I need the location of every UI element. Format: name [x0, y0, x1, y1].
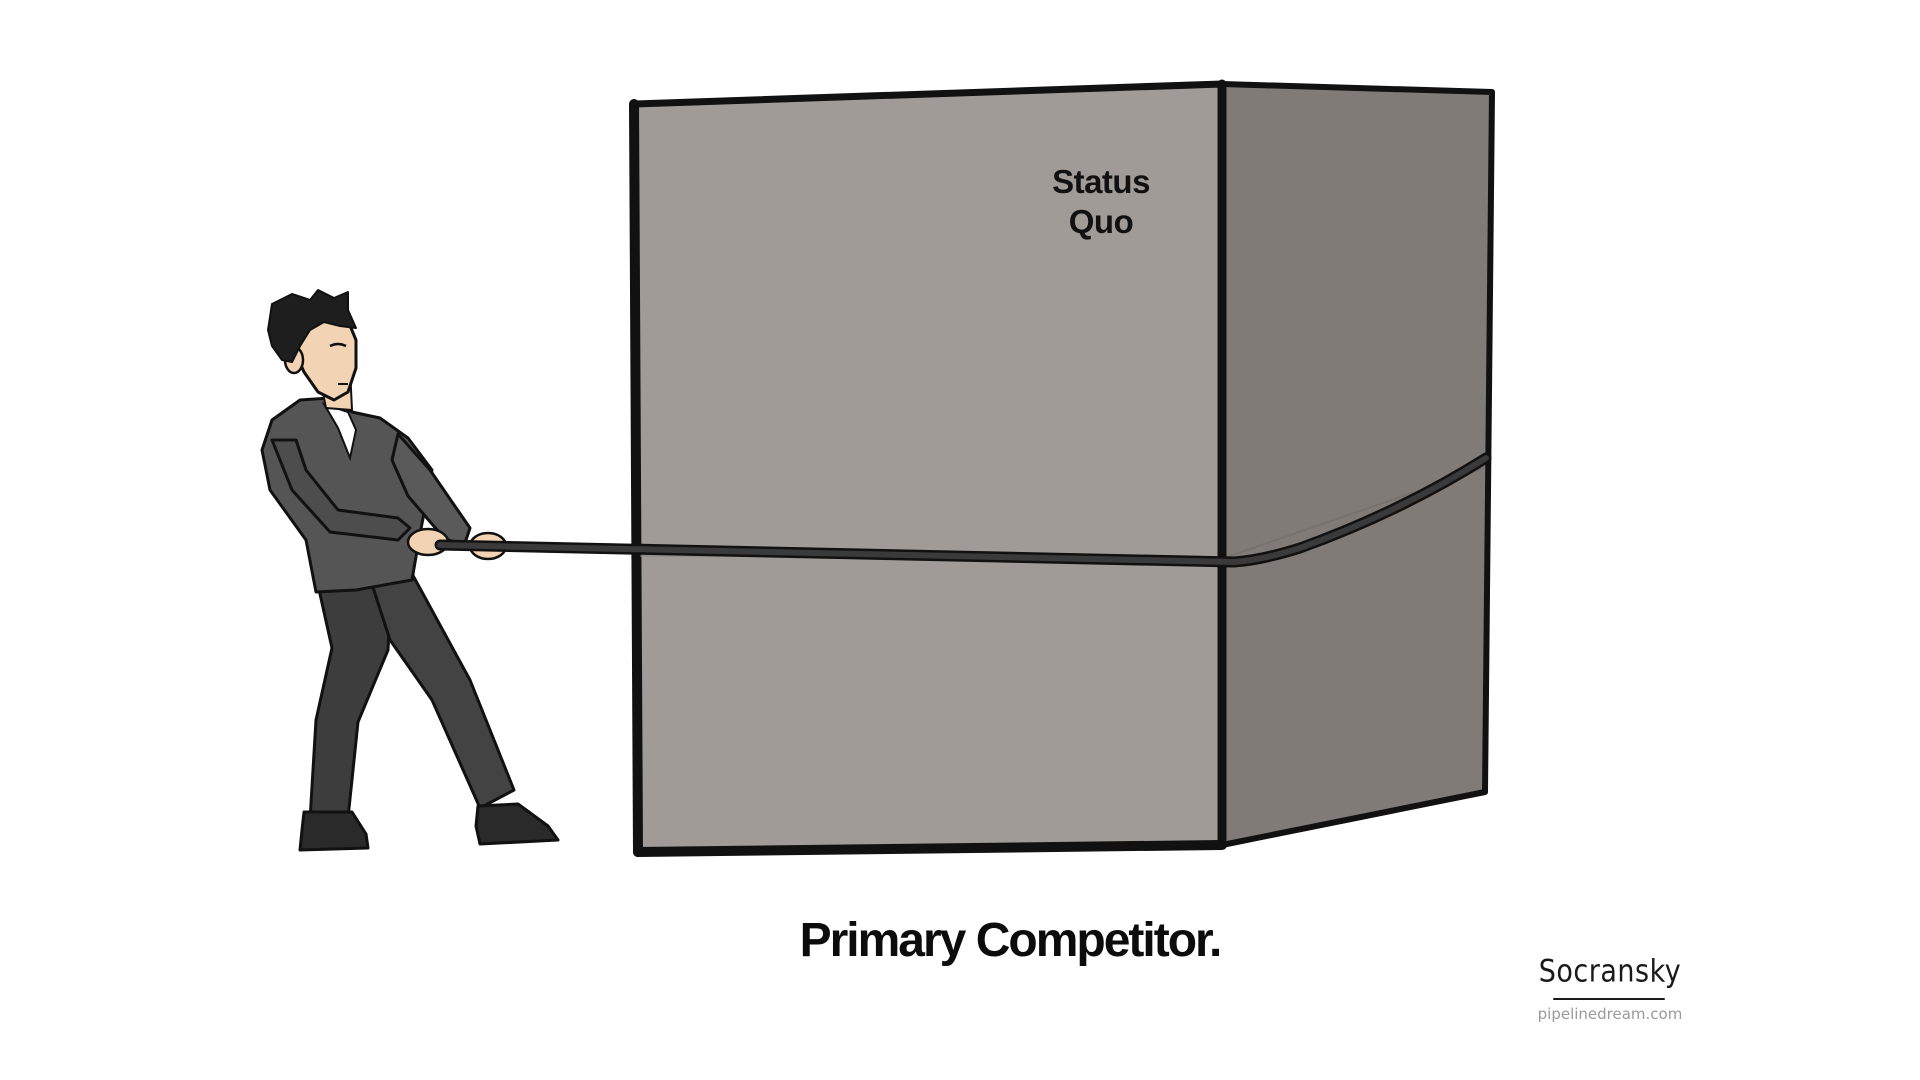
status-quo-label-line2: Quo [1068, 203, 1134, 240]
man-hair [267, 289, 357, 363]
man-front-shoe [474, 802, 560, 846]
man-back-shoe [298, 810, 370, 852]
man-sweater [260, 396, 434, 594]
man-collar [321, 402, 358, 462]
man-back-arm [270, 438, 412, 542]
status-quo-label-line1: Status [1052, 163, 1150, 200]
rope [434, 452, 1492, 568]
status-quo-box [629, 79, 1495, 857]
signature-underline [1553, 998, 1665, 1000]
artist-signature: Socransky [1538, 953, 1682, 990]
status-quo-label: Status Quo [1006, 162, 1196, 242]
man-figure [260, 289, 560, 852]
box-side-face [1219, 81, 1495, 848]
artist-website: pipelinedream.com [1537, 1005, 1683, 1023]
man-front-leg [368, 568, 516, 810]
caption: Primary Competitor. [799, 914, 1223, 967]
man-back-leg [308, 576, 394, 822]
